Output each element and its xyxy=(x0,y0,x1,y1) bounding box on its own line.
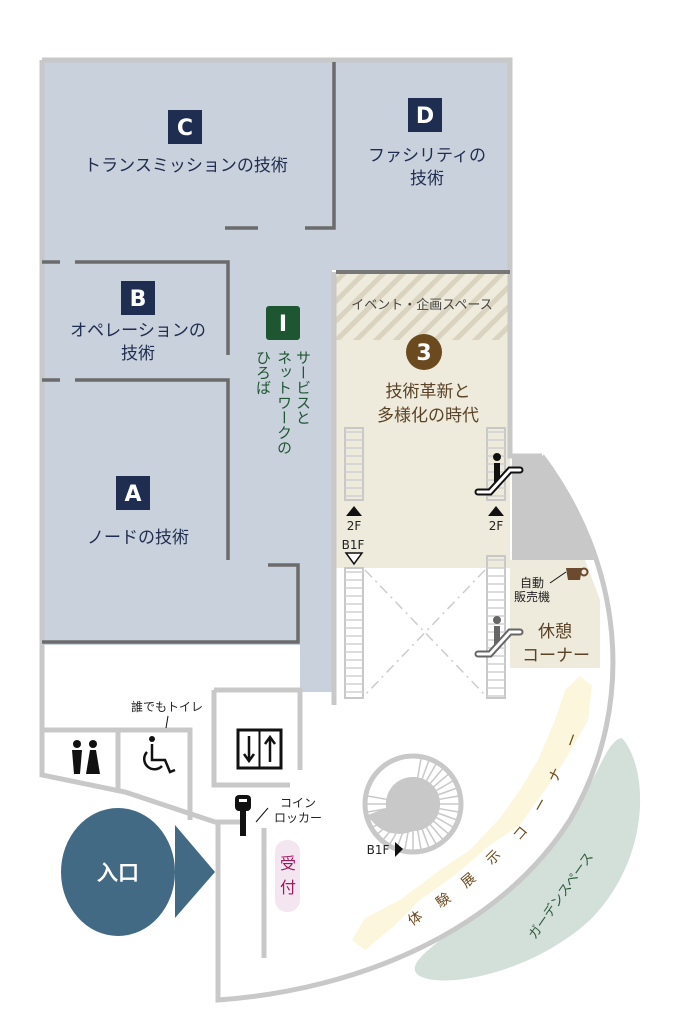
spiral-step xyxy=(421,829,430,848)
spiral-step xyxy=(425,827,437,845)
escalator-left-down-label: B1F xyxy=(342,538,365,552)
spiral-step xyxy=(416,758,422,778)
rest-corner-area[interactable] xyxy=(510,560,600,668)
spiral-step xyxy=(439,795,459,801)
accessible-toilet-label: 誰でもトイレ xyxy=(131,699,203,714)
zone-b-label[interactable]: オペレーションの xyxy=(70,321,206,341)
spiral-step xyxy=(429,768,444,784)
locker-label: コイン xyxy=(280,796,316,810)
zone-b-letter: B xyxy=(130,287,147,312)
elevator-icon[interactable] xyxy=(236,728,283,770)
zone-c-badge xyxy=(168,110,202,144)
zone-i-label[interactable]: サービスと ネットワークの ひろば xyxy=(254,350,312,455)
zone-a-badge xyxy=(116,476,150,510)
spiral-step xyxy=(439,807,459,813)
entrance-label: 入口 xyxy=(97,861,139,885)
escalator-left-up-label: 2F xyxy=(347,519,362,533)
spiral-step xyxy=(436,780,454,792)
rest-corner-label[interactable]: 休憩 xyxy=(538,622,572,642)
zone-b-label-2[interactable]: 技術 xyxy=(121,344,155,364)
coffee-cup-icon xyxy=(566,567,589,580)
spiral-step xyxy=(436,816,454,828)
reception-label-2: 付 xyxy=(280,878,296,897)
zone-3-area[interactable] xyxy=(334,340,510,568)
zone-i-badge xyxy=(266,306,300,340)
zone-d-letter: D xyxy=(416,104,434,129)
spiral-step xyxy=(404,830,410,850)
zone-3-number: 3 xyxy=(416,341,431,366)
key-icon[interactable] xyxy=(235,795,251,836)
reception-desk[interactable] xyxy=(275,840,300,912)
zone-b-badge xyxy=(121,281,155,315)
toilet-icon[interactable] xyxy=(72,740,100,774)
event-space[interactable] xyxy=(334,272,510,340)
rest-corner-label-2[interactable]: コーナー xyxy=(522,646,590,666)
spiral-step xyxy=(425,763,437,781)
zone-c-letter: C xyxy=(177,116,193,141)
zone-3-label-2[interactable]: 多様化の時代 xyxy=(377,406,479,426)
zone-3-badge xyxy=(406,334,442,370)
svg-text:ひろば: ひろば xyxy=(254,350,272,395)
svg-text:ネットワークの: ネットワークの xyxy=(275,350,293,455)
zone-i-letter: I xyxy=(279,312,287,337)
leader-line xyxy=(549,571,567,584)
event-space-label: イベント・企画スペース xyxy=(351,297,492,313)
zone-d-badge xyxy=(408,98,442,132)
wheelchair-icon[interactable] xyxy=(142,736,176,774)
spiral-step xyxy=(438,812,457,821)
spiral-step xyxy=(429,824,444,840)
svg-text:展: 展 xyxy=(458,870,479,891)
zone-area-fill xyxy=(42,60,510,692)
escalator-right-up-label: 2F xyxy=(489,519,504,533)
spiral-step xyxy=(416,830,422,850)
void-area xyxy=(364,569,486,696)
spiral-step xyxy=(421,760,430,779)
vending-label-2: 販売機 xyxy=(514,589,550,604)
vending-label: 自動 xyxy=(520,576,544,590)
escalator-icon xyxy=(474,616,524,658)
svg-text:ー: ー xyxy=(563,731,583,750)
spiral-step xyxy=(433,773,449,788)
arrow-up-icon xyxy=(488,506,504,516)
svg-text:ー: ー xyxy=(530,795,551,815)
arrow-right-icon xyxy=(395,842,403,857)
arrow-down-icon xyxy=(344,552,364,566)
leader-line xyxy=(255,807,269,823)
locker-label-2: ロッカー xyxy=(274,811,322,825)
svg-text:サービスと: サービスと xyxy=(294,350,312,425)
stairs-down-label: B1F xyxy=(367,843,390,857)
leader-line xyxy=(165,715,169,729)
arrow-up-icon xyxy=(346,506,362,516)
spiral-step xyxy=(438,787,457,796)
zone-a-letter: A xyxy=(124,482,141,507)
zone-a-label[interactable]: ノードの技術 xyxy=(87,528,189,548)
zone-c-label[interactable]: トランスミッションの技術 xyxy=(84,156,288,176)
svg-text:示: 示 xyxy=(483,847,504,868)
zone-d-label[interactable]: ファシリティの xyxy=(368,146,486,166)
spiral-stairs-icon[interactable] xyxy=(362,753,464,855)
entrance-marker[interactable]: 入口 xyxy=(61,808,215,936)
spiral-step xyxy=(433,820,449,835)
escalator-icon xyxy=(474,453,524,496)
zone-3-label[interactable]: 技術革新と xyxy=(386,382,471,402)
svg-text:ナ: ナ xyxy=(546,766,566,785)
svg-text:験: 験 xyxy=(433,890,454,911)
zone-d-label-2[interactable]: 技術 xyxy=(410,169,444,189)
spiral-step xyxy=(367,795,387,801)
closed-area xyxy=(512,456,595,560)
reception-label: 受 xyxy=(280,854,296,873)
exhibit-corner-area[interactable] xyxy=(352,676,592,950)
